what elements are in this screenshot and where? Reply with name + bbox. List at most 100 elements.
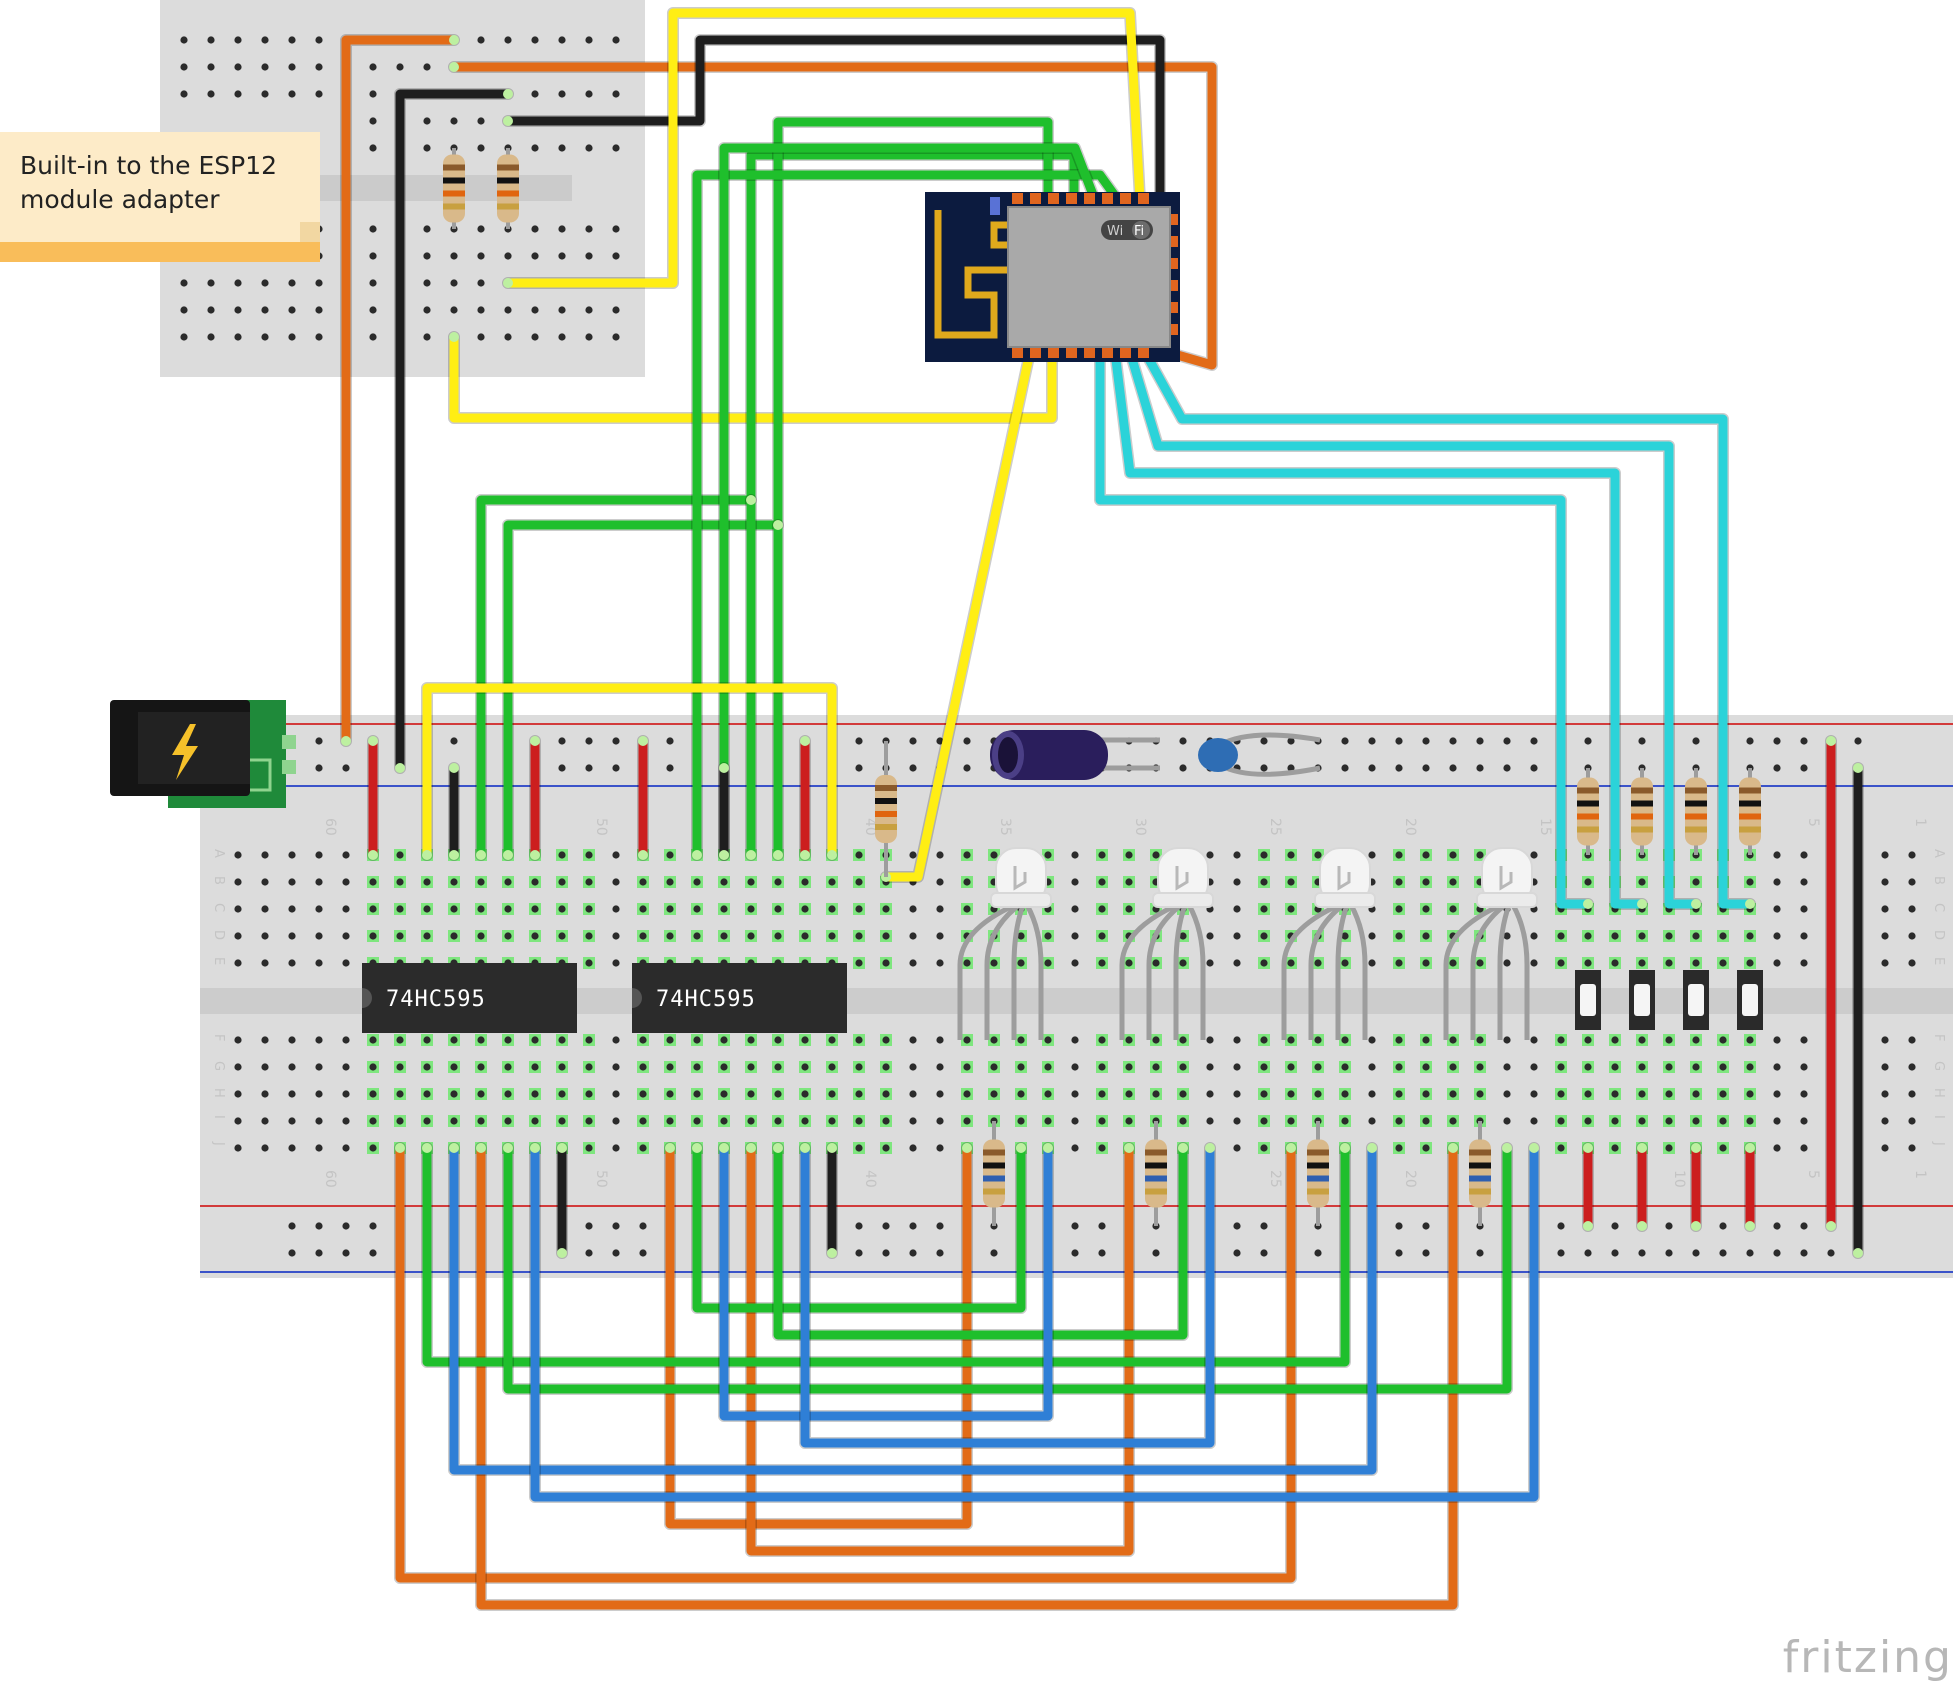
hole	[1719, 1036, 1727, 1044]
wire	[692, 170, 1123, 860]
hole	[1287, 878, 1295, 886]
row-number: 30	[1132, 818, 1148, 836]
hole	[828, 1117, 836, 1125]
hole	[1638, 1063, 1646, 1071]
hole	[990, 1063, 998, 1071]
hole	[1881, 1144, 1889, 1152]
hole	[1881, 851, 1889, 859]
hole	[1476, 959, 1484, 967]
row-number: 10	[1671, 1170, 1687, 1188]
hole	[693, 878, 701, 886]
row-number: 5	[1805, 1170, 1821, 1179]
hole	[1557, 1063, 1565, 1071]
hole	[288, 1036, 296, 1044]
hole	[1098, 1117, 1106, 1125]
hole	[1800, 1063, 1808, 1071]
hole	[558, 851, 566, 859]
hole	[1179, 1036, 1187, 1044]
hole	[639, 878, 647, 886]
hole	[882, 1117, 890, 1125]
hole	[234, 959, 242, 967]
hole	[1233, 1063, 1241, 1071]
hole	[1395, 905, 1403, 913]
hole	[1341, 932, 1349, 940]
hole	[504, 905, 512, 913]
hole	[1476, 851, 1484, 859]
hole	[1665, 1090, 1673, 1098]
hole	[1071, 959, 1079, 967]
hole	[1908, 878, 1916, 886]
hole	[1098, 905, 1106, 913]
hole	[1233, 851, 1241, 859]
hole	[288, 878, 296, 886]
hole	[1557, 1090, 1565, 1098]
hole	[531, 1036, 539, 1044]
hole	[1476, 1036, 1484, 1044]
hole	[477, 1063, 485, 1071]
hole	[747, 932, 755, 940]
chip-label-2: 74HC595	[656, 987, 756, 1012]
wire	[449, 1143, 1377, 1475]
hole	[1044, 932, 1052, 940]
hole	[558, 1090, 566, 1098]
hole	[1260, 878, 1268, 886]
hole	[1584, 878, 1592, 886]
hole	[1719, 1063, 1727, 1071]
hole	[909, 932, 917, 940]
wire	[422, 683, 837, 860]
hole	[693, 932, 701, 940]
hole	[450, 878, 458, 886]
hole	[423, 878, 431, 886]
hole	[585, 1063, 593, 1071]
hole	[1152, 851, 1160, 859]
hole	[1044, 1090, 1052, 1098]
hole	[1017, 959, 1025, 967]
hole	[774, 878, 782, 886]
hole	[261, 1144, 269, 1152]
hole	[1881, 959, 1889, 967]
hole	[1557, 1117, 1565, 1125]
hole	[828, 905, 836, 913]
hole	[234, 851, 242, 859]
electrolytic-capacitor	[990, 730, 1160, 780]
hole	[1233, 1090, 1241, 1098]
hole	[1179, 1063, 1187, 1071]
hole	[450, 1117, 458, 1125]
hole	[261, 1117, 269, 1125]
hole	[1881, 1063, 1889, 1071]
hole	[261, 932, 269, 940]
hole	[1584, 1036, 1592, 1044]
hole	[585, 932, 593, 940]
hole	[369, 932, 377, 940]
resistors	[443, 148, 1761, 1226]
hole	[1773, 1090, 1781, 1098]
hole	[1125, 1036, 1133, 1044]
wire	[719, 143, 1100, 860]
hole	[504, 1117, 512, 1125]
hole	[1530, 1036, 1538, 1044]
hole	[693, 1117, 701, 1125]
hole	[1179, 959, 1187, 967]
hole	[1449, 959, 1457, 967]
hole	[342, 932, 350, 940]
hole	[1260, 1117, 1268, 1125]
hole	[288, 932, 296, 940]
hole	[315, 959, 323, 967]
hole	[1071, 1063, 1079, 1071]
wire	[881, 347, 1035, 882]
hole	[855, 959, 863, 967]
hole	[531, 1063, 539, 1071]
hole	[1071, 1117, 1079, 1125]
wifi-badge-text-right: Fi	[1134, 224, 1144, 239]
hole	[315, 1117, 323, 1125]
hole	[1260, 1090, 1268, 1098]
hole	[1773, 1117, 1781, 1125]
shift-register-2: 74HC595	[632, 963, 847, 1033]
hole	[936, 959, 944, 967]
svg-text:D: D	[1931, 930, 1946, 940]
hole	[531, 878, 539, 886]
hole	[504, 1090, 512, 1098]
hole	[396, 932, 404, 940]
note-line-2: module adapter	[20, 185, 220, 214]
hole	[1260, 1063, 1268, 1071]
